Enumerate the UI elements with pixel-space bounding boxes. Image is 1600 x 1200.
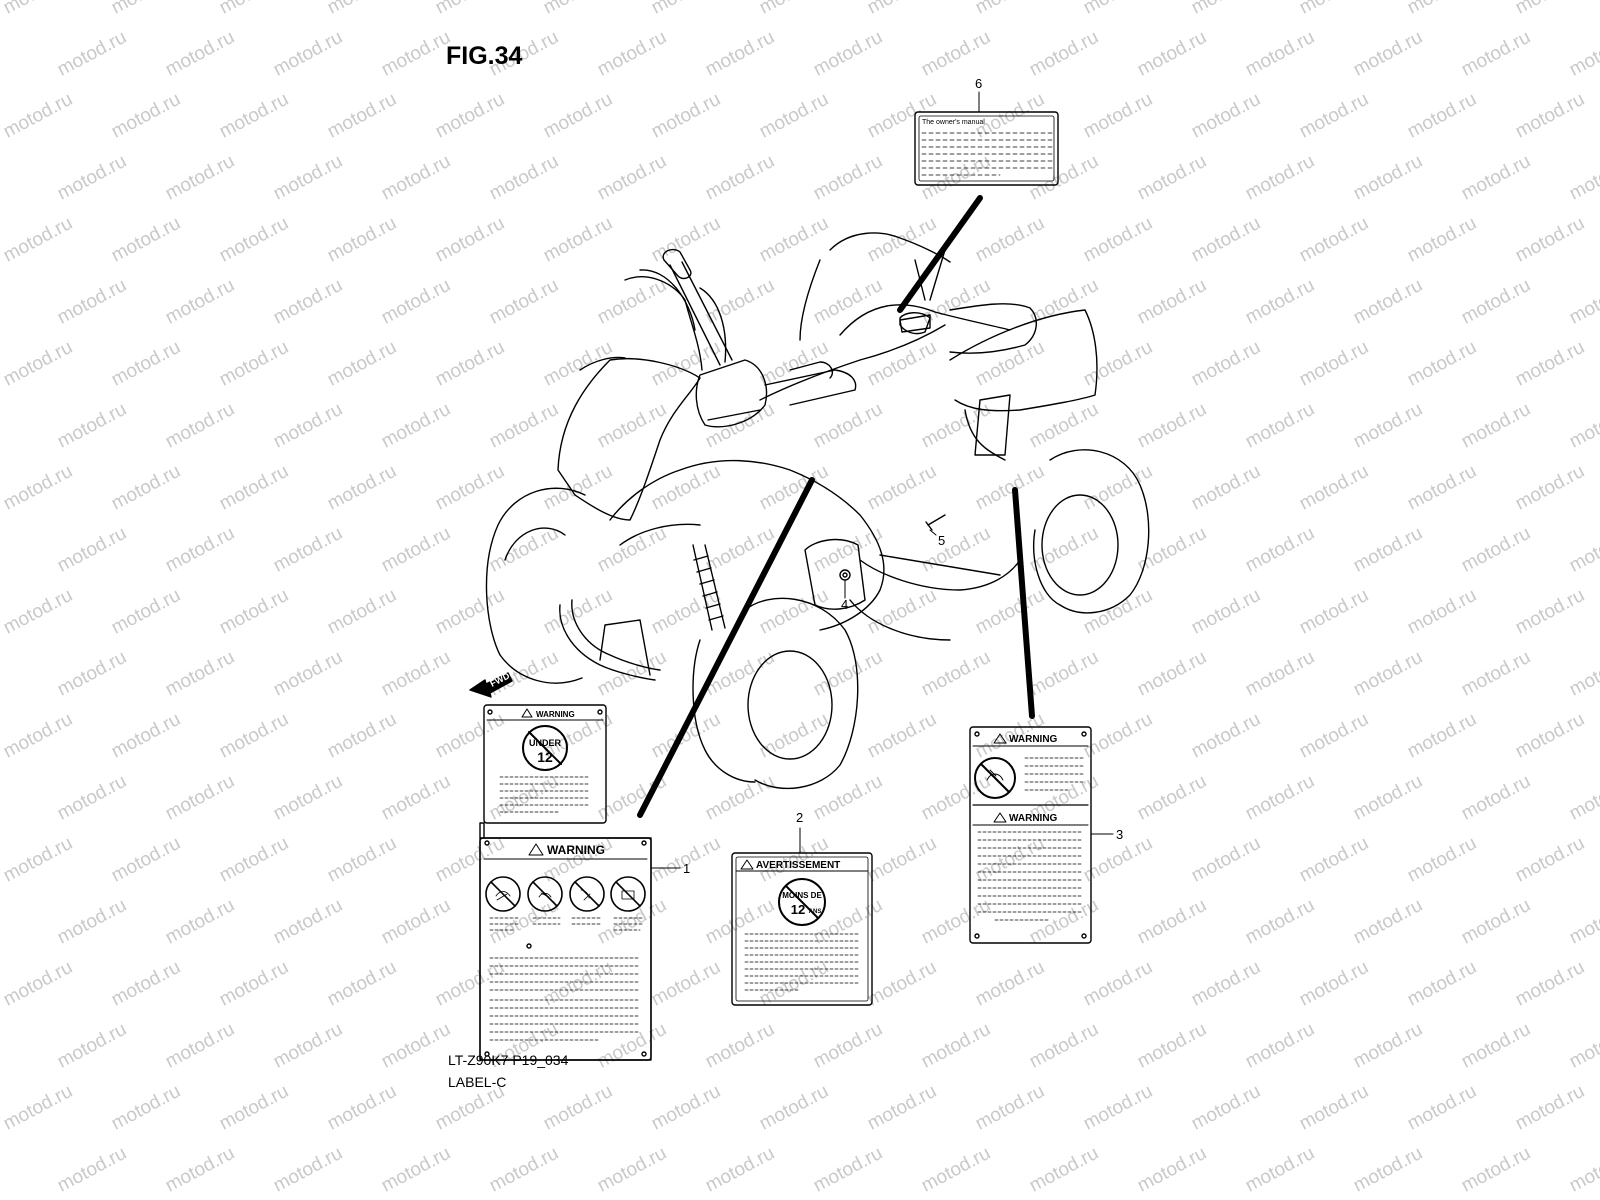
callout-4: 4 (841, 597, 848, 612)
label-6-owners-manual: The owner's manual (914, 111, 1059, 186)
section-label: LABEL-C (448, 1074, 507, 1090)
callout-2: 2 (796, 810, 803, 825)
callout-3: 3 (1116, 827, 1123, 842)
callout-numbers: 6 5 4 1 2 3 (683, 76, 1123, 876)
label-2-pictogram-line3: ANS (809, 909, 822, 915)
callout-1: 1 (683, 861, 690, 876)
label-3-bottom-header: WARNING (1009, 813, 1058, 824)
callout-lines (650, 91, 1114, 869)
leader-lines (637, 195, 1035, 818)
atv-illustration (485, 232, 1150, 790)
label-1-top-pictogram-line1: UNDER (529, 738, 562, 748)
label-3-top-header: WARNING (1009, 734, 1058, 745)
label-2-header: AVERTISSEMENT (756, 860, 840, 871)
label-1-top-under12: WARNING UNDER 12 (483, 704, 607, 824)
callout-6: 6 (975, 76, 982, 91)
label-1-bottom-warning: WARNING (479, 822, 652, 1061)
label-1-top-header: WARNING (536, 710, 575, 719)
label-1-top-pictogram-line2: 12 (537, 749, 553, 765)
label-2-avertissement: AVERTISSEMENT MOINS DE 12 ANS (731, 852, 873, 1006)
label-2-pictogram-line1: MOINS DE (782, 891, 822, 900)
label-1-bottom-header: WARNING (547, 843, 605, 857)
fwd-arrow: FWD (469, 670, 513, 698)
label-6-header: The owner's manual (922, 119, 985, 126)
callout-5: 5 (938, 533, 945, 548)
label-3-warning: WARNING WARNING (969, 726, 1092, 944)
figure-title: FIG.34 (446, 42, 523, 70)
label-2-pictogram-line2: 12 (791, 902, 805, 917)
